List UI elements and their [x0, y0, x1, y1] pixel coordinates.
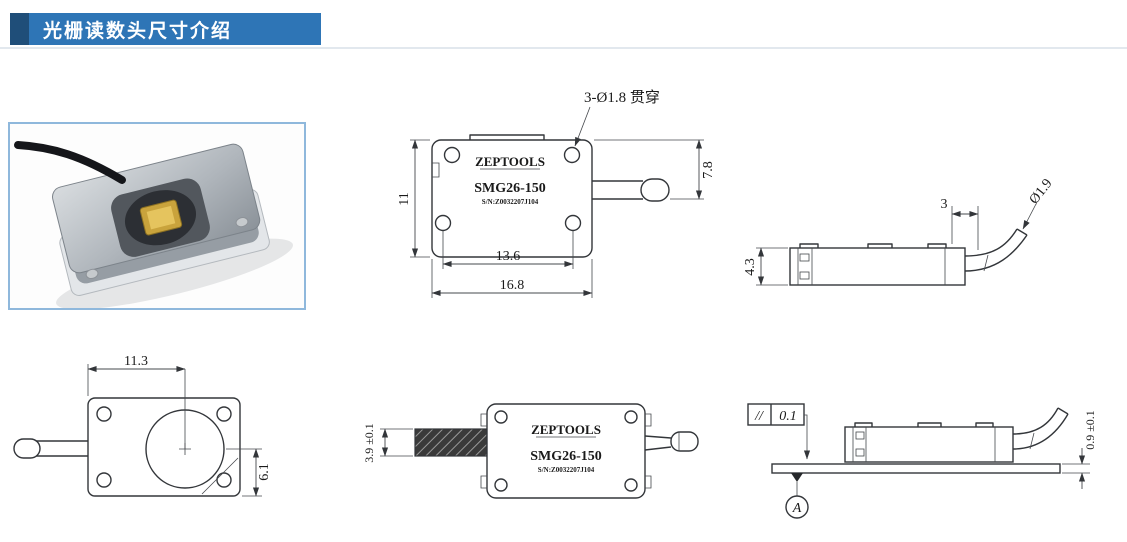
product-photo [14, 141, 293, 308]
dim-mounted-gap: 0.9 ±0.1 [1083, 410, 1097, 450]
hole-note-leader [574, 106, 591, 147]
datum-label: A [792, 501, 802, 516]
model-text: SMG26-150 [474, 181, 546, 196]
front-view-dimensions: 3-Ø1.8 贯穿 11 7.8 13.6 16.8 [397, 89, 716, 298]
cable-curve [1012, 407, 1059, 435]
tolerance-frame: // 0.1 [747, 403, 811, 460]
left-view-dimensions: 11.3 6.1 [87, 354, 272, 497]
serial-text: S/N:Z0032207J104 [482, 198, 539, 206]
dim-right-height: 4.3 [743, 258, 758, 276]
connector-end [670, 431, 699, 452]
mounted-view-outline [771, 407, 1069, 474]
left-view: 11.3 6.1 [13, 354, 272, 497]
front-view: ZEPTOOLS SMG26-150 S/N:Z0032207J104 3-Ø1… [397, 89, 716, 298]
cable-end [13, 438, 41, 459]
header-accent-square [10, 13, 29, 45]
dim-front-height: 11 [397, 192, 412, 205]
left-view-outline [13, 397, 241, 497]
page-header: 光栅读数头尺寸介绍 [10, 13, 321, 45]
cable-curve [964, 228, 1018, 257]
product-photo-box [8, 122, 306, 310]
right-view: 4.3 3 Ø1.9 [743, 176, 1056, 286]
dim-front-cable-height: 7.8 [701, 161, 716, 179]
scale-plate [771, 463, 1061, 474]
cable-end [640, 178, 670, 202]
sensor-body-photo [52, 143, 293, 308]
mounted-view-dimensions: 0.9 ±0.1 [1062, 410, 1097, 489]
screw-hole [235, 217, 249, 228]
sensor-cable-photo [14, 141, 126, 184]
dim-left-lens-bottom: 6.1 [257, 463, 272, 481]
header-divider [0, 47, 1127, 49]
hole-note-text: 3-Ø1.8 贯穿 [584, 89, 660, 106]
model-text: SMG26-150 [530, 449, 602, 464]
top-view-dimensions: 3.9 ±0.1 [362, 423, 413, 463]
mounted-view: // 0.1 A 0.9 ±0.1 [747, 403, 1097, 519]
dim-front-width: 16.8 [500, 278, 525, 293]
top-view: ZEPTOOLS SMG26-150 S/N:Z0032207J104 3.9 … [362, 403, 699, 499]
cable-dia-leader [1022, 203, 1037, 230]
right-view-outline [789, 228, 1028, 286]
page-title: 光栅读数头尺寸介绍 [43, 20, 233, 42]
front-view-label: ZEPTOOLS SMG26-150 S/N:Z0032207J104 [474, 154, 546, 206]
serial-text: S/N:Z0032207J104 [538, 466, 595, 474]
top-view-outline [414, 403, 699, 499]
dim-right-cable-dia: Ø1.9 [1027, 176, 1056, 207]
screw-hole [85, 268, 99, 280]
dim-left-lens-offset: 11.3 [124, 354, 148, 369]
tolerance-value: 0.1 [779, 409, 797, 424]
dim-front-hole-span: 13.6 [496, 249, 521, 264]
dim-right-cable-offset: 3 [941, 197, 948, 212]
header-banner: 光栅读数头尺寸介绍 [29, 13, 321, 45]
dim-top-cable-dia: 3.9 ±0.1 [362, 423, 376, 463]
datum-symbol: A [785, 473, 809, 519]
brand-text: ZEPTOOLS [531, 422, 601, 437]
braided-cable [414, 428, 488, 457]
front-view-outline [431, 134, 670, 258]
brand-text: ZEPTOOLS [475, 154, 545, 169]
tolerance-symbol: // [754, 409, 764, 424]
top-view-label: ZEPTOOLS SMG26-150 S/N:Z0032207J104 [530, 422, 602, 474]
tolerance-leader [803, 414, 811, 460]
